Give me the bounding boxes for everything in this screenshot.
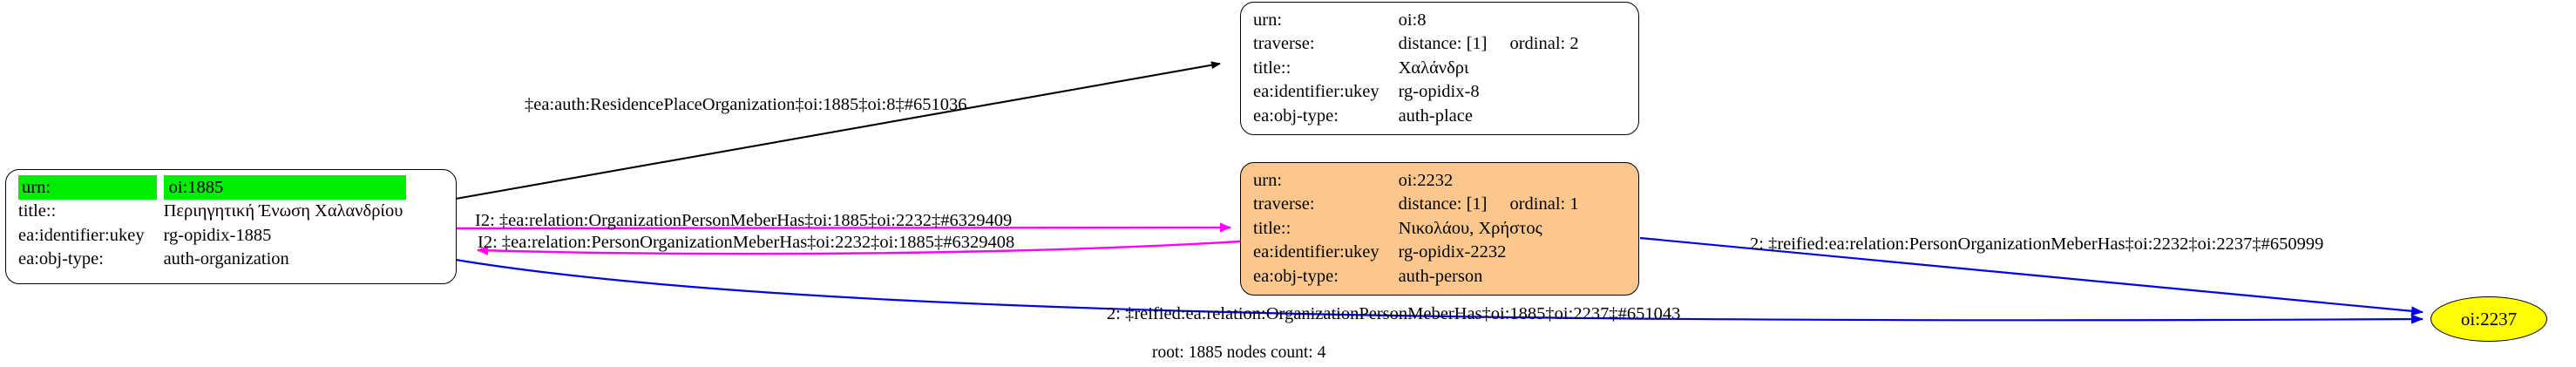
place-title-key: title:: xyxy=(1253,58,1291,78)
place-urn-key: urn: xyxy=(1253,10,1283,30)
target-label: oi:2237 xyxy=(2460,308,2518,330)
node-target-oi-2237[interactable]: oi:2237 xyxy=(2430,296,2547,342)
organization-urn-value: oi:1885 xyxy=(163,175,407,200)
table-row: urn: oi:2232 xyxy=(1253,168,1583,193)
node-organization-oi-1885[interactable]: urn: oi:1885 title:: Περιηγητική Ένωση Χ… xyxy=(5,169,457,284)
table-row: ea:identifier:ukey rg-opidix-1885 xyxy=(18,223,406,248)
graph-footer: root: 1885 nodes count: 4 xyxy=(1152,343,1326,362)
cell-gap xyxy=(1392,8,1399,32)
person-traverse-distance: distance: [1] xyxy=(1398,194,1488,214)
cell-gap xyxy=(1392,216,1399,241)
cell-gap xyxy=(1392,168,1399,193)
table-row: urn: oi:8 xyxy=(1253,8,1583,32)
edge-label-reified-org-person: 2: ‡reified:ea:relation:OrganizationPers… xyxy=(1107,304,1681,323)
place-ukey-key: ea:identifier:ukey xyxy=(1253,82,1380,101)
organization-ukey-key: ea:identifier:ukey xyxy=(18,225,145,245)
cell-gap xyxy=(1392,193,1399,217)
person-ukey-key: ea:identifier:ukey xyxy=(1253,242,1380,262)
organization-ukey-value: rg-opidix-1885 xyxy=(163,225,272,245)
table-row: traverse: distance: [1] ordinal: 1 xyxy=(1253,193,1583,217)
cell-gap xyxy=(157,175,164,200)
person-ukey-value: rg-opidix-2232 xyxy=(1398,242,1507,262)
organization-objtype-key: ea:obj-type: xyxy=(18,249,104,268)
person-objtype-key: ea:obj-type: xyxy=(1253,266,1339,286)
person-urn-key: urn: xyxy=(1253,170,1283,190)
person-traverse-ordinal: ordinal: 1 xyxy=(1509,194,1579,214)
person-traverse-key: traverse: xyxy=(1253,194,1315,214)
cell-gap xyxy=(1392,80,1399,105)
person-urn-value: oi:2232 xyxy=(1399,168,1583,193)
place-ukey-value: rg-opidix-8 xyxy=(1398,82,1480,101)
organization-objtype-value: auth-organization xyxy=(163,249,289,268)
table-row: title:: Χαλάνδρι xyxy=(1253,56,1583,80)
place-objtype-key: ea:obj-type: xyxy=(1253,105,1339,126)
person-urn-main: oi:2232 xyxy=(1398,170,1454,190)
place-title-value: Χαλάνδρι xyxy=(1398,58,1469,78)
cell-gap xyxy=(157,223,164,248)
edge-label-person-org-member: I2: ‡ea:relation:PersonOrganizationMeber… xyxy=(478,233,1015,252)
table-row: ea:obj-type: auth-organization xyxy=(18,248,406,272)
place-urn-main: oi:8 xyxy=(1398,10,1427,30)
table-row: ea:obj-type: auth-person xyxy=(1253,264,1583,289)
place-traverse-value: distance: [1] ordinal: 2 xyxy=(1399,32,1583,57)
edge-label-org-person-member: I2: ‡ea:relation:OrganizationPersonMeber… xyxy=(475,211,1013,230)
place-traverse-key: traverse: xyxy=(1253,34,1315,53)
table-row: urn: oi:1885 xyxy=(18,175,407,200)
person-objtype-value: auth-person xyxy=(1398,266,1483,286)
place-traverse-distance: distance: [1] xyxy=(1398,34,1488,53)
person-traverse-value: distance: [1] ordinal: 1 xyxy=(1399,193,1583,217)
edge-residence-place xyxy=(455,61,1221,200)
cell-gap xyxy=(1392,32,1399,57)
organization-title-value: Περιηγητική Ένωση Χαλανδρίου xyxy=(163,201,403,221)
table-row: title:: Περιηγητική Ένωση Χαλανδρίου xyxy=(18,200,406,224)
cell-gap xyxy=(1392,241,1399,265)
cell-gap xyxy=(1392,56,1399,80)
organization-title-key: title:: xyxy=(18,201,57,221)
edge-label-reified-person-org: 2: ‡reified:ea:relation:PersonOrganizati… xyxy=(1750,234,2324,254)
place-fields: urn: oi:8 traverse: distance: [1] ordinal… xyxy=(1253,8,1583,128)
person-fields: urn: oi:2232 traverse: distance: [1] ordi… xyxy=(1253,168,1583,289)
cell-gap xyxy=(1392,264,1399,289)
table-row: ea:identifier:ukey rg-opidix-8 xyxy=(1253,80,1583,105)
cell-gap xyxy=(157,248,164,272)
cell-gap xyxy=(157,200,164,224)
node-place-oi-8[interactable]: urn: oi:8 traverse: distance: [1] ordinal… xyxy=(1240,2,1639,135)
place-objtype-value: auth-place xyxy=(1398,105,1473,126)
table-row: title:: Νικολάου, Χρήστος xyxy=(1253,216,1583,241)
table-row: traverse: distance: [1] ordinal: 2 xyxy=(1253,32,1583,57)
node-person-oi-2232[interactable]: urn: oi:2232 traverse: distance: [1] ordi… xyxy=(1240,162,1639,296)
organization-fields: urn: oi:1885 title:: Περιηγητική Ένωση Χ… xyxy=(18,175,407,272)
person-title-value: Νικολάου, Χρήστος xyxy=(1398,218,1542,238)
place-urn-value: oi:8 xyxy=(1399,8,1583,32)
table-row: ea:obj-type: auth-place xyxy=(1253,104,1583,128)
table-row: ea:identifier:ukey rg-opidix-2232 xyxy=(1253,241,1583,265)
place-traverse-ordinal: ordinal: 2 xyxy=(1509,34,1579,53)
cell-gap xyxy=(1392,104,1399,128)
organization-urn-key: urn: xyxy=(18,175,157,200)
edge-label-residence-place: ‡ea:auth:ResidencePlaceOrganization‡oi:1… xyxy=(525,95,967,114)
person-title-key: title:: xyxy=(1253,218,1291,238)
